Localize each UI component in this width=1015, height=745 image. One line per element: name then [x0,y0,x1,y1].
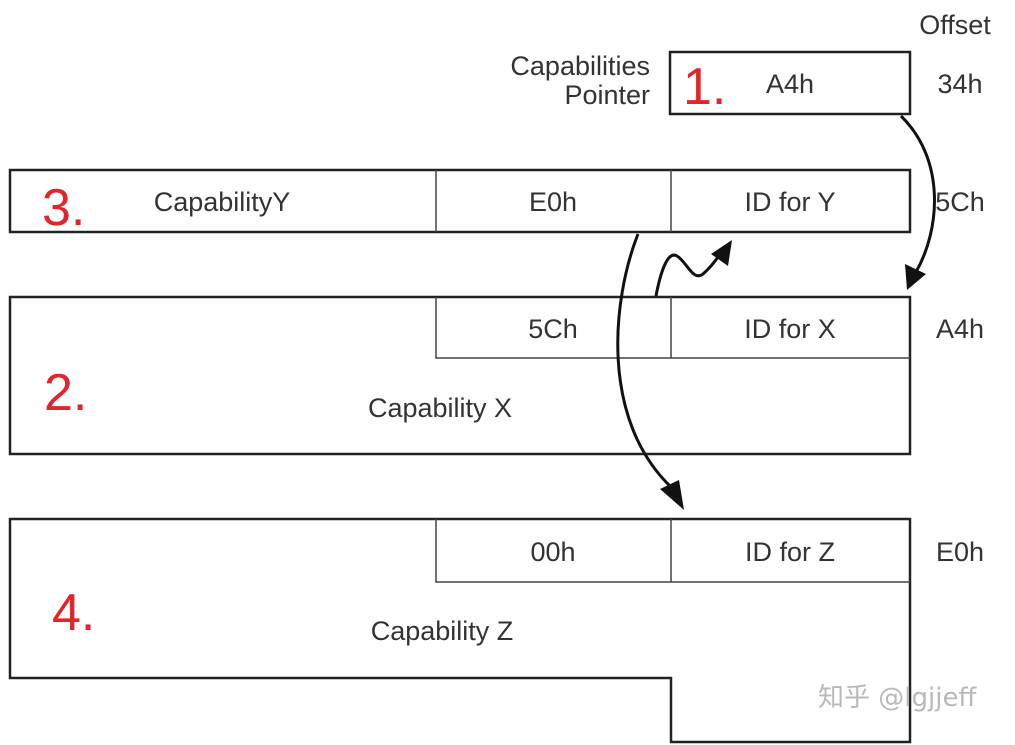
capabilities-pointer-register [668,50,912,116]
capabilities-pointer-label-line2: Pointer [564,80,650,110]
capability-x-block [8,295,912,456]
capability-y-id: ID for Y [744,187,835,217]
step-number-3: 3. [42,179,85,237]
step-number-1: 1. [683,58,726,116]
arrow-capability-x-to-capability-y [654,240,732,297]
offset-column-header: Offset [919,10,991,40]
capability-y-offset: 5Ch [935,187,985,217]
capability-z-id: ID for Z [745,537,835,567]
capability-y-name: CapabilityY [154,187,291,217]
arrow-capability-y-to-capability-z [616,233,684,510]
capability-x-next-pointer: 5Ch [528,314,578,344]
capability-z-header-divider [435,519,910,583]
capabilities-pointer-offset: 34h [937,69,982,99]
capability-x-id: ID for X [744,314,836,344]
capability-x-name: Capability X [368,393,512,423]
capabilities-pointer-value: A4h [766,69,814,99]
capability-z-offset: E0h [936,537,984,567]
capability-z-name: Capability Z [371,616,514,646]
capability-x-offset: A4h [936,314,984,344]
arrow-pointer-to-capability-x [899,114,936,290]
capability-x-header-divider [435,297,910,359]
capability-y-next-pointer: E0h [529,187,577,217]
capability-z-next-pointer: 00h [530,537,575,567]
watermark: 知乎 @lgjjeff [818,683,977,713]
capability-z-block [8,517,912,744]
capability-y-block [8,168,912,234]
step-number-2: 2. [44,364,87,422]
capabilities-pointer-label-line1: Capabilities [510,51,650,81]
step-number-4: 4. [52,584,95,642]
